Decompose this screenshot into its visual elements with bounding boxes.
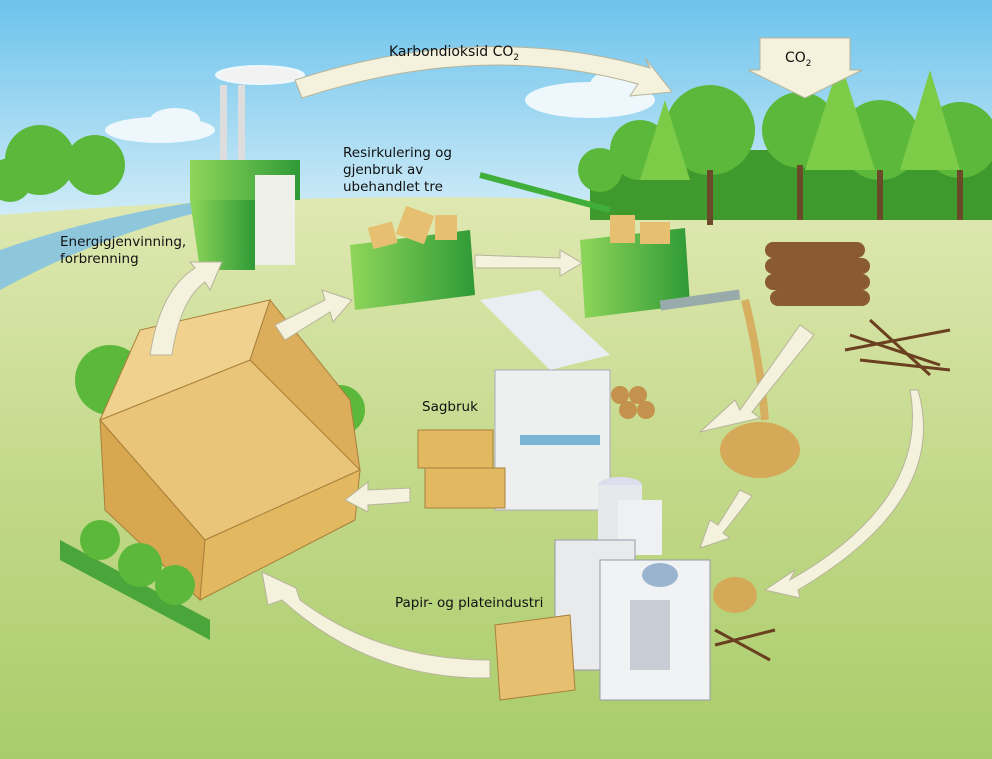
energy-label: Energigjenvinning, forbrenning bbox=[60, 234, 186, 268]
energy-plant bbox=[190, 67, 300, 270]
co2-down-arrow bbox=[747, 37, 863, 99]
recycling-container bbox=[350, 205, 475, 310]
log-pile bbox=[765, 242, 870, 306]
co2-cycle-arrow bbox=[294, 46, 673, 99]
energy-label-line: forbrenning bbox=[60, 251, 139, 267]
wood-chipper bbox=[479, 172, 800, 478]
recycling-label-line: Resirkulering og bbox=[343, 145, 452, 161]
house bbox=[60, 298, 365, 640]
co2-down-label: CO2 bbox=[785, 50, 812, 73]
co2-cycle-label: Karbondioksid CO2 bbox=[389, 44, 519, 67]
co2-cycle-text: Karbondioksid CO bbox=[389, 44, 514, 60]
energy-label-line: Energigjenvinning, bbox=[60, 234, 187, 250]
forest bbox=[0, 60, 992, 225]
cycle-arrows bbox=[149, 37, 925, 679]
recycling-label-line: gjenbruk av bbox=[343, 162, 424, 178]
co2-down-text: CO bbox=[785, 50, 806, 66]
paper-mill bbox=[494, 477, 776, 701]
brush-pile bbox=[844, 318, 951, 377]
co2-down-subscript: 2 bbox=[805, 58, 812, 69]
sawmill-label: Sagbruk bbox=[422, 399, 478, 415]
sawmill bbox=[417, 290, 655, 511]
recycling-label-line: ubehandlet tre bbox=[343, 179, 443, 195]
co2-cycle-subscript: 2 bbox=[513, 52, 520, 63]
paper-industry-label: Papir- og plateindustri bbox=[395, 595, 544, 611]
recycling-label: Resirkulering og gjenbruk av ubehandlet … bbox=[343, 145, 452, 196]
